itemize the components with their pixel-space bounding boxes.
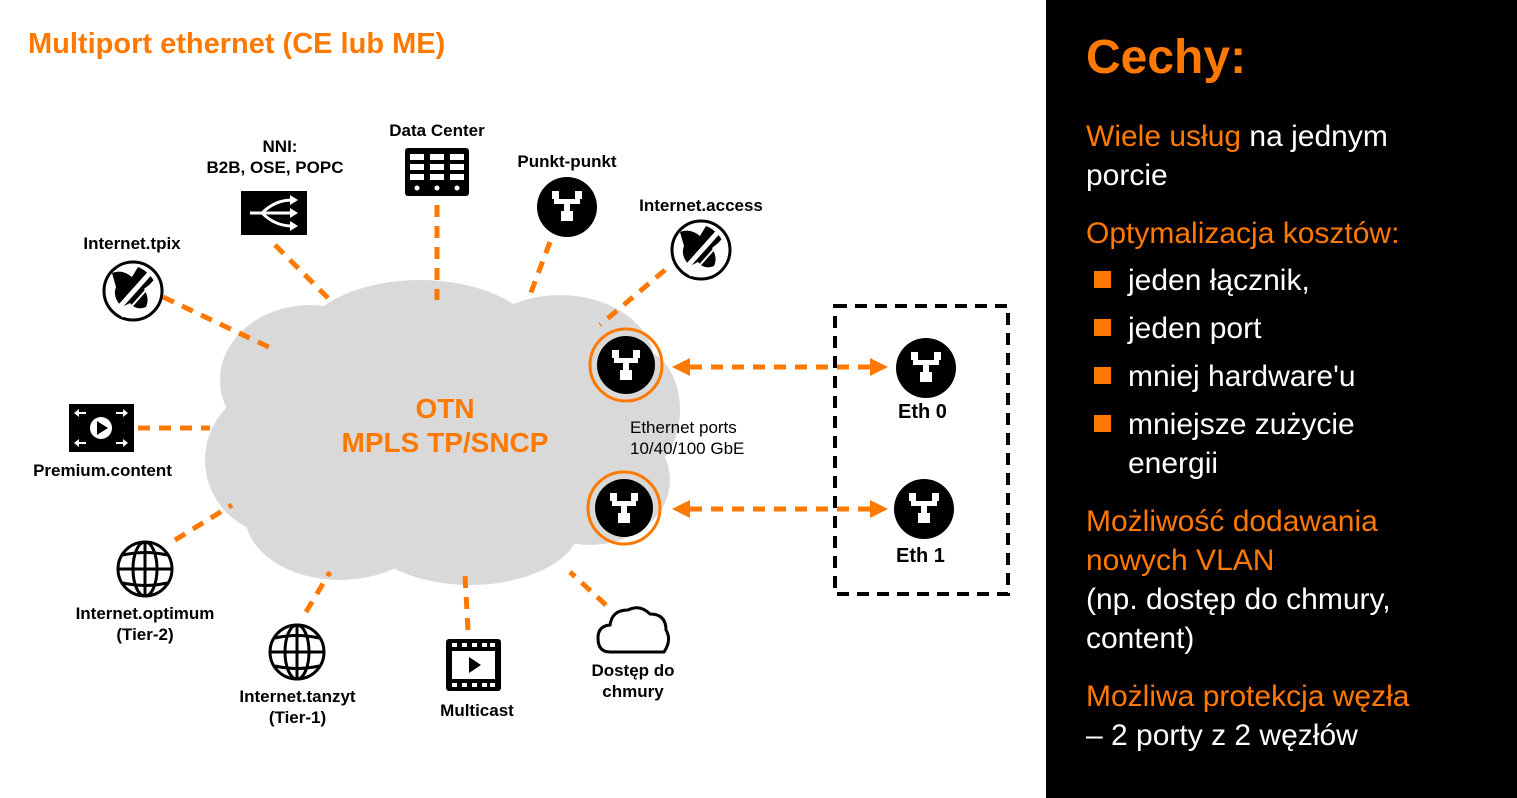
bullet-marker: [1094, 271, 1111, 288]
internet-tanzyt-label-line1: Internet.tanzyt: [239, 687, 356, 706]
eth0-label: Eth 0: [898, 401, 947, 423]
connector-internet-access: [598, 268, 667, 327]
internet-access-label: Internet.access: [639, 196, 763, 215]
internet-tanzyt-label-line2: (Tier-1): [268, 708, 327, 727]
internet-tpix-globe-icon: [102, 260, 164, 322]
feature-vlan-line3: (np. dostęp do chmury,: [1086, 583, 1391, 616]
dostep-label-line1: Dostęp do: [591, 661, 675, 680]
connector-multicast: [462, 574, 471, 631]
feature-multi-service-rest: na jednym: [1241, 120, 1388, 153]
connector-punkt-punkt: [527, 241, 553, 296]
eth0-switch-icon: [896, 338, 956, 398]
connector-nni: [273, 243, 332, 302]
dostep-label-line2: chmury: [602, 682, 664, 701]
bullet-marker: [1094, 415, 1111, 432]
data-center-label: Data Center: [389, 121, 485, 140]
feature-cost-optimization: Optymalizacja kosztów:: [1086, 217, 1400, 250]
data-center-icon: [405, 148, 469, 196]
bullet-item: mniejsze zużycie: [1128, 408, 1355, 441]
feature-multi-service-line2: porcie: [1086, 159, 1168, 192]
diagram-title: Multiport ethernet (CE lub ME): [28, 28, 446, 60]
internet-access-globe-icon: [670, 219, 732, 281]
feature-vlan-line2: nowych VLAN: [1086, 544, 1275, 577]
punkt-punkt-label: Punkt-punkt: [517, 152, 617, 171]
bullet-marker: [1094, 319, 1111, 336]
diagram-canvas: [69, 148, 1010, 691]
ports-label-line1: Ethernet ports: [630, 418, 737, 437]
connector-internet-optimum: [173, 502, 234, 543]
bullet-item-continuation: energii: [1128, 447, 1219, 480]
eth-group-box: [833, 304, 1010, 596]
film-play-icon: [446, 639, 501, 691]
cloud-icon: [596, 606, 671, 654]
ethernet-port-0-icon[interactable]: [588, 327, 664, 403]
cloud-label-mpls: MPLS TP/SNCP: [341, 427, 549, 458]
ethernet-switch-icon: [537, 177, 597, 237]
eth1-label: Eth 1: [896, 545, 945, 567]
internet-optimum-globe-icon: [116, 540, 174, 598]
bullet-item: jeden port: [1128, 312, 1262, 345]
ports-label-line2: 10/40/100 GbE: [630, 439, 745, 458]
ethernet-port-1-icon[interactable]: [586, 470, 662, 546]
bullet-item: mniej hardware'u: [1128, 360, 1356, 393]
feature-multi-service-highlight: Wiele usług: [1086, 120, 1242, 153]
arrow-heads: [672, 358, 888, 518]
internet-tanzyt-globe-icon: [268, 623, 326, 681]
video-content-icon: [69, 404, 134, 452]
features-panel: Cechy: Wiele usług na jednym porcie Opty…: [1046, 0, 1517, 798]
nni-label-line2: B2B, OSE, POPC: [206, 158, 344, 177]
premium-content-label: Premium.content: [33, 461, 172, 480]
connector-dostep: [568, 570, 608, 607]
network-diagram: Multiport ethernet (CE lub ME) NNI: B2B,…: [28, 28, 1010, 727]
multicast-label: Multicast: [440, 701, 514, 720]
cloud-label-otn: OTN: [415, 393, 475, 424]
feature-multi-service: Wiele usług na jednym: [1086, 117, 1388, 156]
connectors: [138, 205, 870, 631]
feature-vlan-line4: content): [1086, 622, 1195, 655]
eth1-switch-icon: [894, 479, 954, 539]
bullet-item: jeden łącznik,: [1128, 264, 1310, 297]
internet-optimum-label-line1: Internet.optimum: [75, 604, 215, 623]
nni-label-line1: NNI:: [262, 137, 298, 156]
bullet-marker: [1094, 367, 1111, 384]
panel-title: Cechy:: [1086, 31, 1247, 84]
feature-vlan-line1: Możliwość dodawania: [1086, 505, 1378, 538]
feature-protection-line2: – 2 porty z 2 węzłów: [1086, 719, 1358, 752]
nni-router-icon: [241, 191, 307, 235]
connector-internet-tanzyt: [303, 570, 333, 614]
internet-optimum-label-line2: (Tier-2): [116, 625, 174, 644]
feature-protection-line1: Możliwa protekcja węzła: [1086, 680, 1410, 713]
internet-tpix-label: Internet.tpix: [83, 234, 181, 253]
